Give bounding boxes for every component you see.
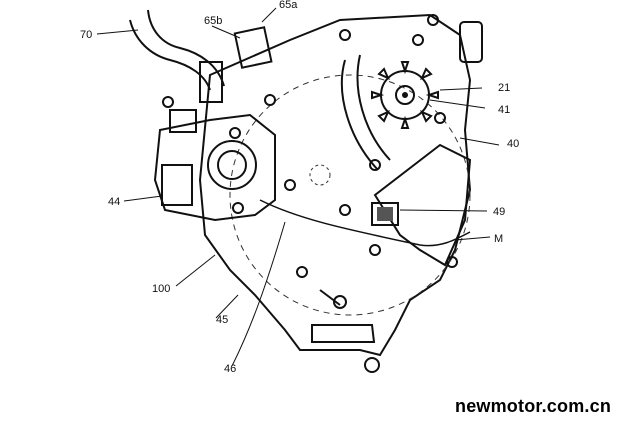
label-21: 21 [498, 82, 510, 94]
sensor-49 [371, 202, 399, 226]
label-m: M [494, 233, 503, 245]
label-100: 100 [152, 283, 170, 295]
clutch-dashed-circle [229, 74, 471, 316]
oil-pickup [311, 324, 376, 343]
label-41: 41 [498, 104, 510, 116]
label-45: 45 [216, 314, 228, 326]
label-46: 46 [224, 363, 236, 375]
watermark-text: newmotor.com.cn [455, 396, 612, 416]
chain-guide [341, 59, 379, 171]
label-49: 49 [493, 206, 505, 218]
fitting-65b [233, 26, 273, 69]
sensor-49-grid [377, 207, 393, 221]
hose-70-inner [147, 9, 225, 87]
engine-case-outline [198, 13, 472, 357]
label-44: 44 [108, 196, 120, 208]
assembly-44-housing [153, 113, 276, 222]
leader-lines [96, 7, 500, 367]
label-70: 70 [80, 29, 92, 41]
bolts [162, 14, 458, 309]
label-65b: 65b [204, 15, 222, 27]
hose-70 [129, 19, 211, 91]
fitting-right [459, 21, 483, 63]
oil-pickup-stem [319, 289, 341, 306]
chain-guide-inner [356, 54, 391, 161]
drain-plug [364, 357, 380, 373]
shift-plate-40 [373, 143, 472, 267]
label-65a: 65a [279, 0, 298, 11]
crank-dashed-circle [309, 164, 331, 186]
assembly-44-box [161, 164, 193, 206]
sprocket-21 [371, 61, 439, 129]
cable-m [259, 199, 471, 247]
fitting-left [199, 61, 223, 103]
assembly-44-connector [169, 109, 197, 133]
assembly-44-rotor [207, 140, 257, 190]
label-40: 40 [507, 138, 519, 150]
assembly-44-rotor-inner [217, 150, 247, 180]
